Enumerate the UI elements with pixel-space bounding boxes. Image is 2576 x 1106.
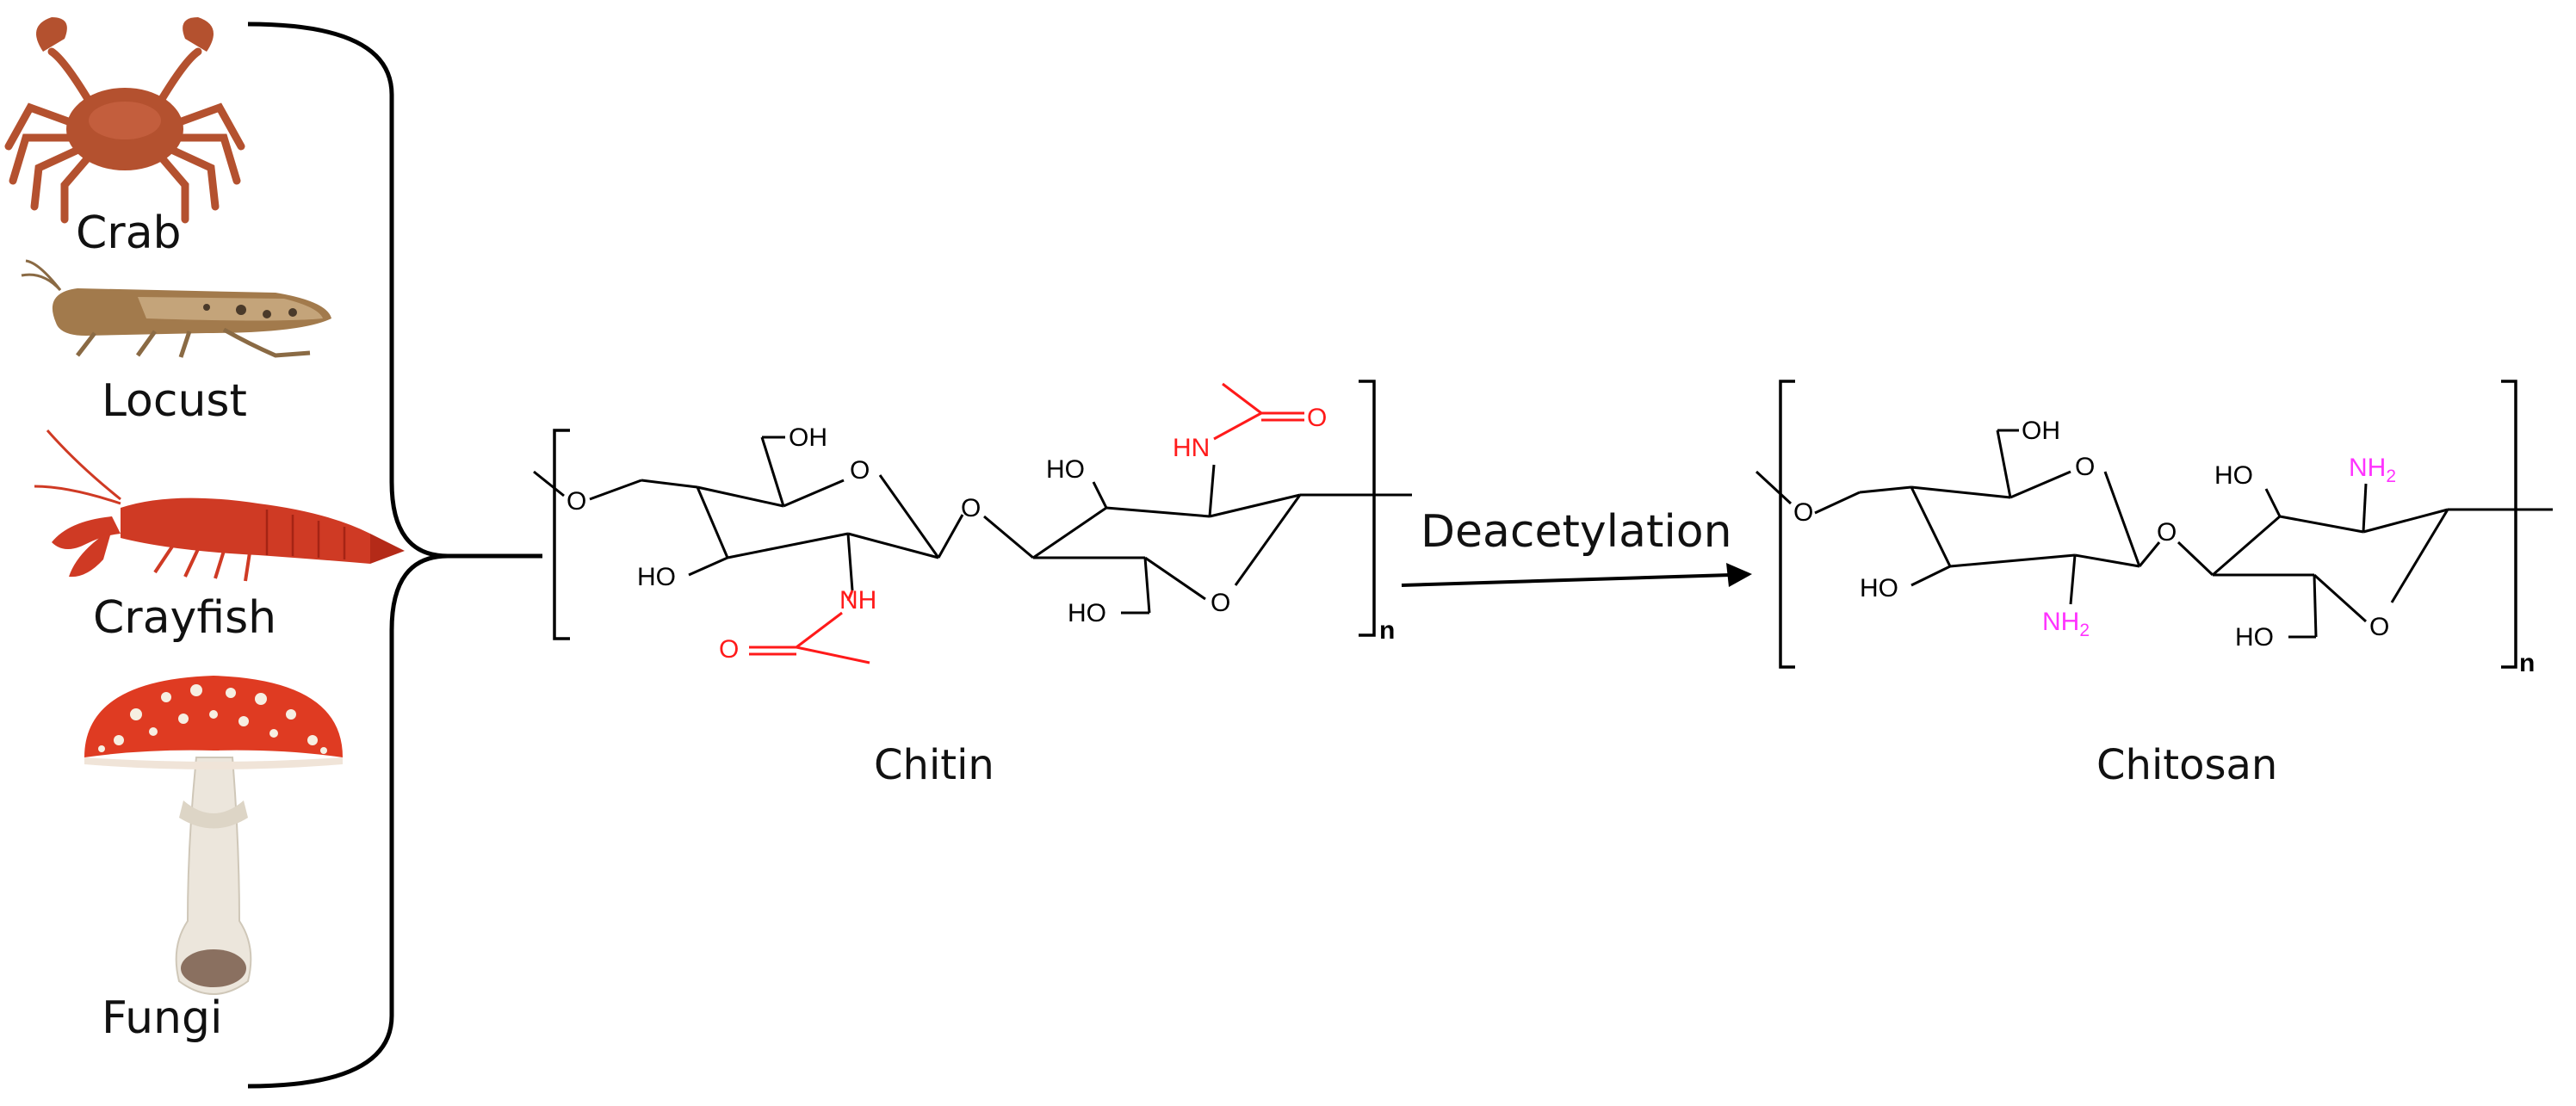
chitosan-ether-oxygen-left: O: [1793, 498, 1813, 527]
chitosan-caption: Chitosan: [2096, 741, 2277, 789]
locust-label: Locust: [102, 375, 247, 427]
crayfish-label: Crayfish: [93, 592, 276, 644]
chitin-structure: O O OH HO NH O O: [533, 380, 1412, 789]
chitosan-glycosidic-oxygen: O: [2157, 518, 2177, 547]
chitin-ring2-ho-top: HO: [1046, 455, 1085, 484]
chitosan-ring2-oxygen: O: [2369, 613, 2389, 641]
chitosan-ring2-nh2: NH2: [2349, 454, 2396, 486]
chitosan-ring1-oh: OH: [2022, 417, 2060, 445]
chitin-ring1-nh: NH: [839, 586, 876, 615]
chitin-ring1-carbonyl-oxygen: O: [719, 635, 739, 664]
chitin-ether-oxygen-left: O: [567, 487, 586, 516]
chitosan-ring2-ho-top: HO: [2214, 461, 2253, 490]
mushroom-icon: [84, 676, 343, 995]
chitosan-ring2-ho-bottom: HO: [2235, 623, 2274, 652]
sources-panel: Crab Locust: [4, 17, 542, 1089]
chitin-ring1-ho: HO: [637, 563, 676, 591]
chitin-ring2-oxygen: O: [1211, 589, 1230, 617]
chitin-ring1-oh: OH: [789, 423, 827, 452]
chitin-ring2-hn: HN: [1173, 434, 1210, 462]
chitin-ring2-ho-bottom: HO: [1068, 599, 1106, 627]
chitosan-ring1-ho: HO: [1860, 574, 1898, 602]
crayfish-icon: [34, 429, 405, 582]
chitin-left-bracket: [553, 429, 570, 640]
chitin-ring2-carbonyl-oxygen: O: [1307, 404, 1327, 432]
chitosan-ring1-nh2: NH2: [2042, 608, 2090, 640]
crab-icon: [4, 17, 245, 224]
chitin-caption: Chitin: [874, 741, 994, 789]
fungi-label: Fungi: [102, 992, 222, 1044]
chitosan-right-bracket: [2501, 380, 2517, 669]
deacetylation-label: Deacetylation: [1421, 506, 1732, 558]
chitosan-repeat-n: n: [2519, 649, 2535, 677]
locust-icon: [21, 259, 331, 358]
chitosan-left-bracket: [1779, 380, 1795, 669]
chitin-ring1-oxygen: O: [850, 456, 870, 485]
chitin-right-bracket: [1359, 380, 1376, 637]
chitosan-ring1-oxygen: O: [2075, 453, 2095, 481]
reaction-arrow: Deacetylation: [1401, 506, 1752, 587]
crab-label: Crab: [76, 207, 182, 259]
chitin-glycosidic-oxygen: O: [961, 494, 981, 522]
chitosan-structure: O O OH HO NH2 O O HO: [1755, 380, 2553, 789]
chitin-repeat-n: n: [1379, 616, 1395, 645]
